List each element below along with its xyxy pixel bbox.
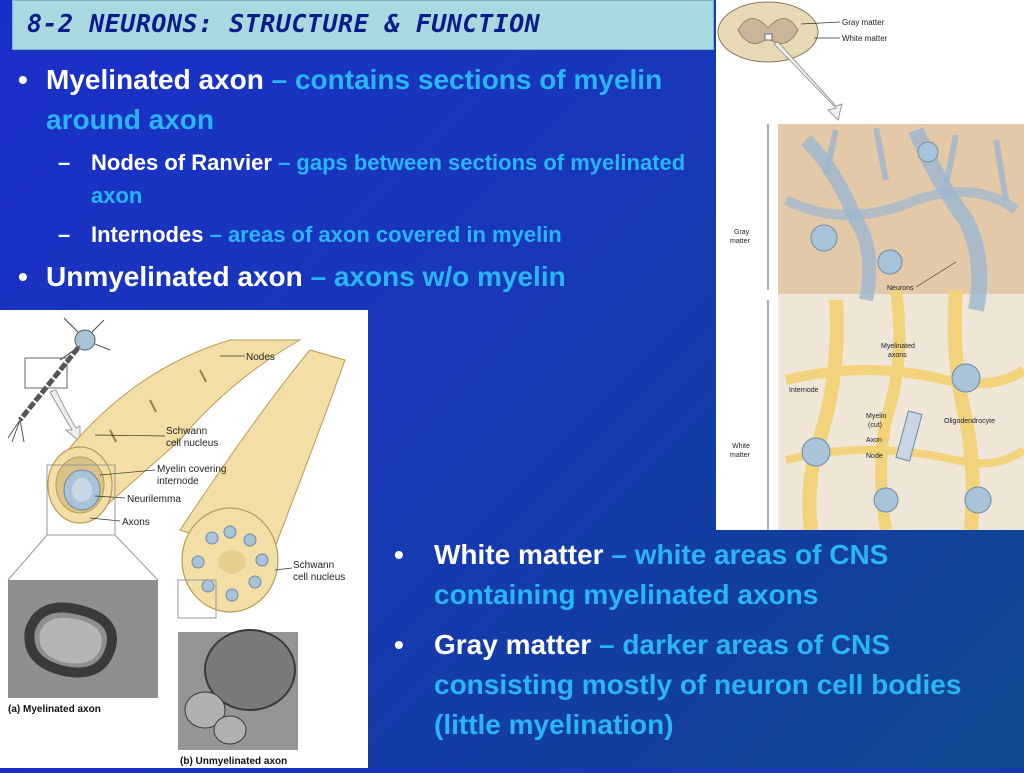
bullet-white-matter: • White matter – white areas of CNS cont…: [394, 535, 1009, 615]
sub-bullet-definition: – gaps between sections of myelinated ax…: [91, 150, 686, 208]
label-neurilemma: Neurilemma: [127, 494, 181, 505]
bullet-gray-matter: • Gray matter – darker areas of CNS cons…: [394, 625, 1009, 745]
figure-peripheral-axons: Nodes Schwann cell nucleus Myelin coveri…: [0, 310, 368, 768]
label-neurons: Neurons: [887, 285, 914, 292]
caption-myelinated-axon: (a) Myelinated axon: [8, 704, 101, 715]
bullet-definition: – contains sections of myelin around axo…: [46, 64, 663, 135]
bullet-term: White matter: [434, 539, 604, 570]
bullet-definition: – white areas of CNS containing myelinat…: [434, 539, 889, 610]
bullet-unmyelinated-axon: • Unmyelinated axon – axons w/o myelin: [18, 257, 708, 297]
title-bar: 8-2 NEURONS: STRUCTURE & FUNCTION: [12, 0, 714, 50]
label-white-matter-side-2: matter: [730, 452, 751, 459]
bullet-dot: •: [18, 261, 28, 292]
label-myelin-cut-2: (cut): [868, 422, 882, 429]
bullet-definition: – darker areas of CNS consisting mostly …: [434, 629, 962, 740]
tissue-detail: [778, 124, 1024, 531]
label-myelinated-axons-1: Myelinated: [881, 343, 915, 350]
sub-bullet-dash: –: [58, 150, 71, 175]
label-myelin-cut-1: Myelin: [866, 413, 886, 420]
label-gray-matter-top: Gray matter: [842, 18, 885, 27]
label-schwann-1b: cell nucleus: [166, 438, 218, 449]
caption-unmyelinated-axon: (b) Unmyelinated axon: [180, 756, 287, 767]
bullet-dot: •: [394, 539, 404, 570]
spinal-cord-cross-section: [717, 1, 819, 63]
label-gray-matter-side-1: Gray: [734, 229, 750, 236]
myelinated-fiber: [47, 339, 302, 524]
label-myelinated-axons-2: axons: [888, 352, 907, 359]
bullet-term: Unmyelinated axon: [46, 261, 303, 292]
label-axons: Axons: [122, 517, 150, 528]
label-gray-matter-side-2: matter: [730, 238, 751, 245]
label-myelin-covering-b: internode: [157, 476, 199, 487]
label-myelin-covering-a: Myelin covering: [157, 464, 226, 475]
label-white-matter-top: White matter: [842, 34, 888, 43]
cns-tissue-illustration: Gray matter White matter: [717, 1, 1024, 531]
bullet-term: Gray matter: [434, 629, 592, 660]
bullet-dot: •: [394, 629, 404, 660]
slide-title: 8-2 NEURONS: STRUCTURE & FUNCTION: [27, 9, 541, 38]
sub-bullet-term: Internodes: [91, 222, 204, 247]
neuron-thumbnail: [7, 317, 111, 443]
bullet-list-top: • Myelinated axon – contains sections of…: [18, 60, 708, 297]
bullet-myelinated-axon: • Myelinated axon – contains sections of…: [18, 60, 708, 140]
bullet-list-bottom: • White matter – white areas of CNS cont…: [394, 535, 1009, 755]
sub-bullet-definition: – areas of axon covered in myelin: [209, 222, 562, 247]
bullet-dot: •: [18, 64, 28, 95]
label-schwann-1a: Schwann: [166, 426, 207, 437]
zoom-arrow: [773, 41, 843, 121]
label-schwann-2b: cell nucleus: [293, 572, 345, 583]
label-node: Node: [866, 453, 883, 460]
sub-bullet-term: Nodes of Ranvier: [91, 150, 272, 175]
label-schwann-2a: Schwann: [293, 560, 334, 571]
sub-bullet-nodes-of-ranvier: – Nodes of Ranvier – gaps between sectio…: [18, 146, 708, 212]
label-oligodendrocyte: Oligodendrocyte: [944, 418, 995, 425]
label-axon: Axon: [866, 437, 882, 444]
micrograph-unmyelinated: [178, 629, 298, 750]
micrograph-myelinated: [8, 580, 158, 698]
label-nodes: Nodes: [246, 352, 275, 363]
sub-bullet-dash: –: [58, 222, 71, 247]
label-internode: Internode: [789, 387, 819, 394]
axon-illustration: Nodes Schwann cell nucleus Myelin coveri…: [7, 317, 346, 767]
sub-bullet-internodes: – Internodes – areas of axon covered in …: [18, 218, 708, 251]
figure-cns-tissue: Gray matter White matter: [716, 0, 1024, 531]
unmyelinated-fiber: [179, 349, 346, 613]
bullet-definition: – axons w/o myelin: [310, 261, 566, 292]
label-white-matter-side-1: White: [732, 443, 750, 450]
bullet-term: Myelinated axon: [46, 64, 264, 95]
